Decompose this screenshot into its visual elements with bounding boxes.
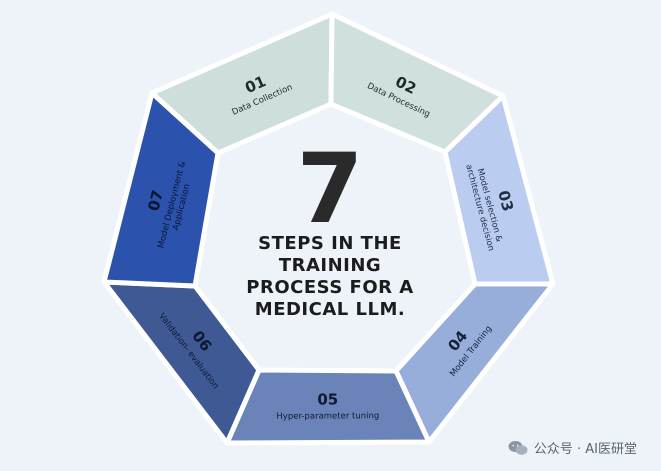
title-line-1: STEPS IN THE — [258, 233, 402, 254]
title-line-3: PROCESS FOR A — [246, 277, 413, 298]
watermark: 公众号 · AI医研堂 — [508, 438, 637, 457]
wechat-icon — [508, 440, 528, 456]
segment-shape-06 — [101, 279, 262, 446]
segment-label-05: Hyper-parameter tuning — [276, 411, 379, 422]
center-number: 7 — [297, 133, 364, 245]
center-title: 7 STEPS IN THE TRAINING PROCESS FOR A ME… — [246, 133, 413, 320]
segment-number-07: 07 — [144, 188, 167, 213]
title-line-2: TRAINING — [279, 255, 381, 276]
segment-shape-07 — [101, 90, 221, 289]
segment-number-05: 05 — [317, 390, 338, 408]
title-line-4: MEDICAL LLM. — [255, 299, 405, 320]
watermark-text: 公众号 · AI医研堂 — [533, 442, 637, 457]
segment-number-03: 03 — [494, 189, 517, 214]
